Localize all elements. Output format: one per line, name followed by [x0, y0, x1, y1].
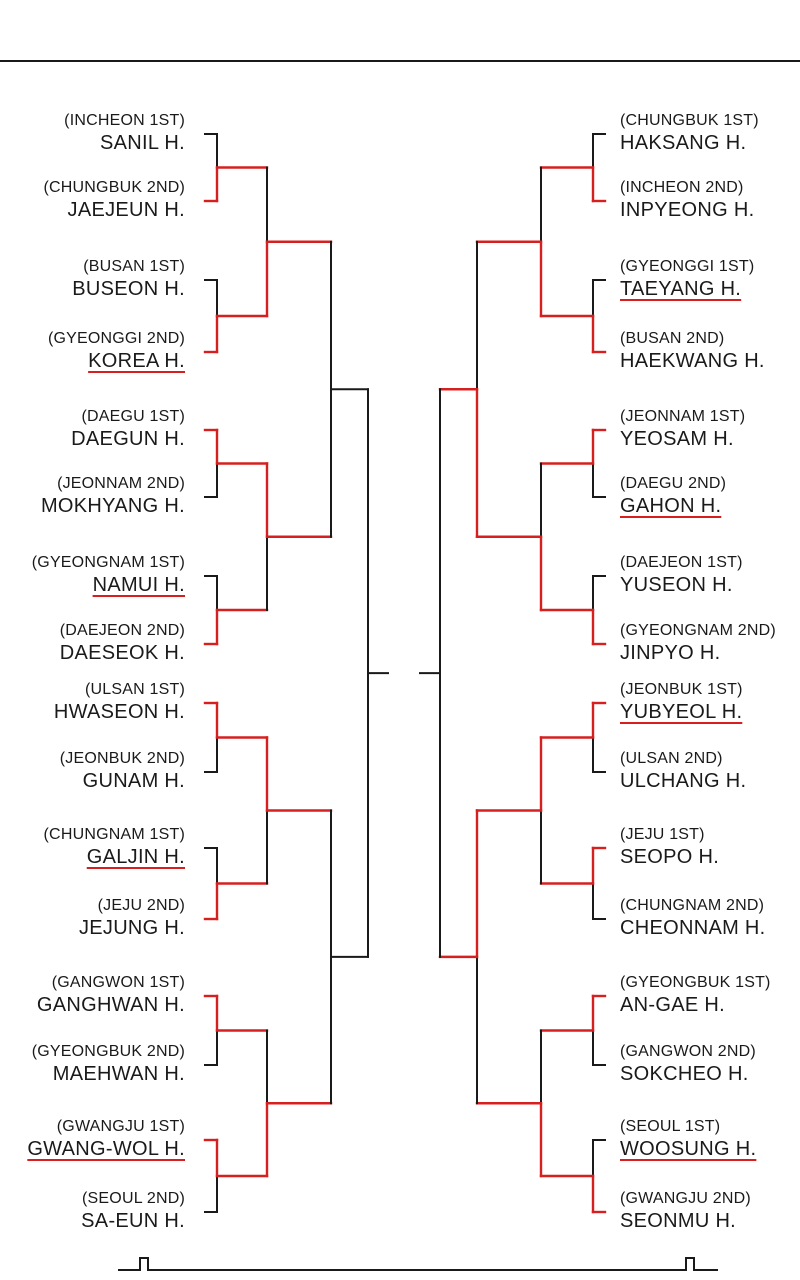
team-entry: (GYEONGBUK 1ST) AN-GAE H.: [620, 974, 771, 1018]
team-region: (DAEGU 2ND): [620, 475, 727, 492]
team-name: HAEKWANG H.: [620, 350, 765, 372]
team-entry: (BUSAN 2ND) HAEKWANG H.: [620, 330, 765, 374]
team-name: DAEGUN H.: [71, 428, 185, 450]
team-entry: (JEJU 2ND) JEJUNG H.: [79, 897, 185, 941]
team-region: (DAEJEON 1ST): [620, 554, 743, 571]
team-entry: (DAEJEON 1ST) YUSEON H.: [620, 554, 743, 598]
team-name: GANGHWAN H.: [36, 994, 185, 1016]
team-region: (JEONNAM 2ND): [57, 475, 185, 492]
team-region: (JEONBUK 2ND): [59, 750, 185, 767]
team-name: SOKCHEO H.: [620, 1063, 749, 1085]
team-region: (CHUNGNAM 1ST): [43, 826, 185, 843]
team-name: WOOSUNG H.: [620, 1138, 757, 1160]
team-name: TAEYANG H.: [620, 278, 742, 300]
team-name: JAEJEUN H.: [67, 199, 185, 221]
team-name: YEOSAM H.: [620, 428, 734, 450]
team-region: (JEJU 2ND): [97, 897, 185, 914]
team-entry: (JEONNAM 1ST) YEOSAM H.: [620, 408, 745, 452]
team-region: (JEJU 1ST): [620, 826, 705, 843]
team-entry: (GYEONGGI 1ST) TAEYANG H.: [620, 258, 754, 302]
team-region: (SEOUL 1ST): [620, 1118, 721, 1135]
trophy-stand: [118, 1257, 718, 1271]
team-region: (GYEONGNAM 2ND): [620, 622, 776, 639]
team-region: (CHUNGBUK 1ST): [620, 112, 759, 129]
team-region: (GWANGJU 1ST): [56, 1118, 185, 1135]
team-region: (SEOUL 2ND): [82, 1190, 185, 1207]
team-name: GALJIN H.: [86, 846, 185, 868]
team-entry: (GANGWON 1ST) GANGHWAN H.: [37, 974, 185, 1018]
team-region: (ULSAN 2ND): [620, 750, 723, 767]
team-region: (JEONBUK 1ST): [620, 681, 743, 698]
team-name: GUNAM H.: [82, 770, 185, 792]
team-entry: (DAEGU 1ST) DAEGUN H.: [71, 408, 185, 452]
team-entry: (GWANGJU 1ST) GWANG-WOL H.: [27, 1118, 185, 1162]
team-region: (CHUNGNAM 2ND): [620, 897, 765, 914]
team-name: HWASEON H.: [53, 701, 185, 723]
team-entry: (CHUNGBUK 1ST) HAKSANG H.: [620, 112, 759, 156]
team-name: MAEHWAN H.: [52, 1063, 185, 1085]
bracket-lines: [203, 133, 607, 1214]
team-region: (GANGWON 2ND): [620, 1043, 756, 1060]
team-entry: (GYEONGNAM 2ND) JINPYO H.: [620, 622, 776, 666]
team-region: (GYEONGBUK 2ND): [31, 1043, 185, 1060]
team-name: INPYEONG H.: [620, 199, 755, 221]
team-name: SEONMU H.: [620, 1210, 737, 1232]
team-name: HAKSANG H.: [620, 132, 747, 154]
team-name: JEJUNG H.: [78, 917, 185, 939]
team-name: BUSEON H.: [72, 278, 185, 300]
team-region: (GYEONGBUK 1ST): [620, 974, 771, 991]
team-region: (ULSAN 1ST): [85, 681, 185, 698]
team-name: YUBYEOL H.: [620, 701, 743, 723]
team-name: GWANG-WOL H.: [27, 1138, 185, 1160]
team-region: (GYEONGNAM 1ST): [31, 554, 185, 571]
team-entry: (DAEGU 2ND) GAHON H.: [620, 475, 726, 519]
team-entry: (GYEONGBUK 2ND) MAEHWAN H.: [32, 1043, 185, 1087]
team-region: (BUSAN 2ND): [620, 330, 725, 347]
team-region: (GYEONGGI 1ST): [620, 258, 755, 275]
team-name: AN-GAE H.: [620, 994, 725, 1016]
team-entry: (BUSAN 1ST) BUSEON H.: [72, 258, 185, 302]
team-entry: (ULSAN 1ST) HWASEON H.: [54, 681, 185, 725]
team-name: DAESEOK H.: [59, 642, 185, 664]
team-entry: (GANGWON 2ND) SOKCHEO H.: [620, 1043, 756, 1087]
team-entry: (GYEONGGI 2ND) KOREA H.: [48, 330, 185, 374]
team-region: (INCHEON 1ST): [64, 112, 185, 129]
team-name: JINPYO H.: [620, 642, 721, 664]
team-region: (DAEGU 1ST): [81, 408, 185, 425]
team-region: (GYEONGGI 2ND): [47, 330, 185, 347]
team-name: SA-EUN H.: [81, 1210, 185, 1232]
team-name: CHEONNAM H.: [620, 917, 766, 939]
team-name: KOREA H.: [88, 350, 185, 372]
team-name: NAMUI H.: [92, 574, 185, 596]
team-region: (GANGWON 1ST): [51, 974, 185, 991]
team-entry: (ULSAN 2ND) ULCHANG H.: [620, 750, 746, 794]
team-entry: (JEJU 1ST) SEOPO H.: [620, 826, 719, 870]
team-entry: (GYEONGNAM 1ST) NAMUI H.: [32, 554, 185, 598]
team-entry: (JEONBUK 1ST) YUBYEOL H.: [620, 681, 743, 725]
team-name: YUSEON H.: [620, 574, 733, 596]
team-entry: (CHUNGNAM 2ND) CHEONNAM H.: [620, 897, 766, 941]
team-entry: (DAEJEON 2ND) DAESEOK H.: [60, 622, 185, 666]
team-entry: (INCHEON 2ND) INPYEONG H.: [620, 179, 754, 223]
team-name: MOKHYANG H.: [40, 495, 185, 517]
team-region: (INCHEON 2ND): [620, 179, 744, 196]
team-name: SANIL H.: [99, 132, 185, 154]
team-entry: (JEONBUK 2ND) GUNAM H.: [60, 750, 185, 794]
team-entry: (CHUNGNAM 1ST) GALJIN H.: [44, 826, 185, 870]
team-entry: (INCHEON 1ST) SANIL H.: [64, 112, 185, 156]
team-name: ULCHANG H.: [620, 770, 747, 792]
team-entry: (JEONNAM 2ND) MOKHYANG H.: [41, 475, 185, 519]
team-region: (DAEJEON 2ND): [59, 622, 185, 639]
team-region: (JEONNAM 1ST): [620, 408, 746, 425]
team-region: (CHUNGBUK 2ND): [43, 179, 185, 196]
team-region: (GWANGJU 2ND): [620, 1190, 751, 1207]
team-name: GAHON H.: [620, 495, 722, 517]
team-region: (BUSAN 1ST): [83, 258, 185, 275]
team-entry: (SEOUL 2ND) SA-EUN H.: [81, 1190, 185, 1234]
team-entry: (CHUNGBUK 2ND) JAEJEUN H.: [44, 179, 185, 223]
team-entry: (SEOUL 1ST) WOOSUNG H.: [620, 1118, 756, 1162]
team-entry: (GWANGJU 2ND) SEONMU H.: [620, 1190, 751, 1234]
team-name: SEOPO H.: [620, 846, 720, 868]
